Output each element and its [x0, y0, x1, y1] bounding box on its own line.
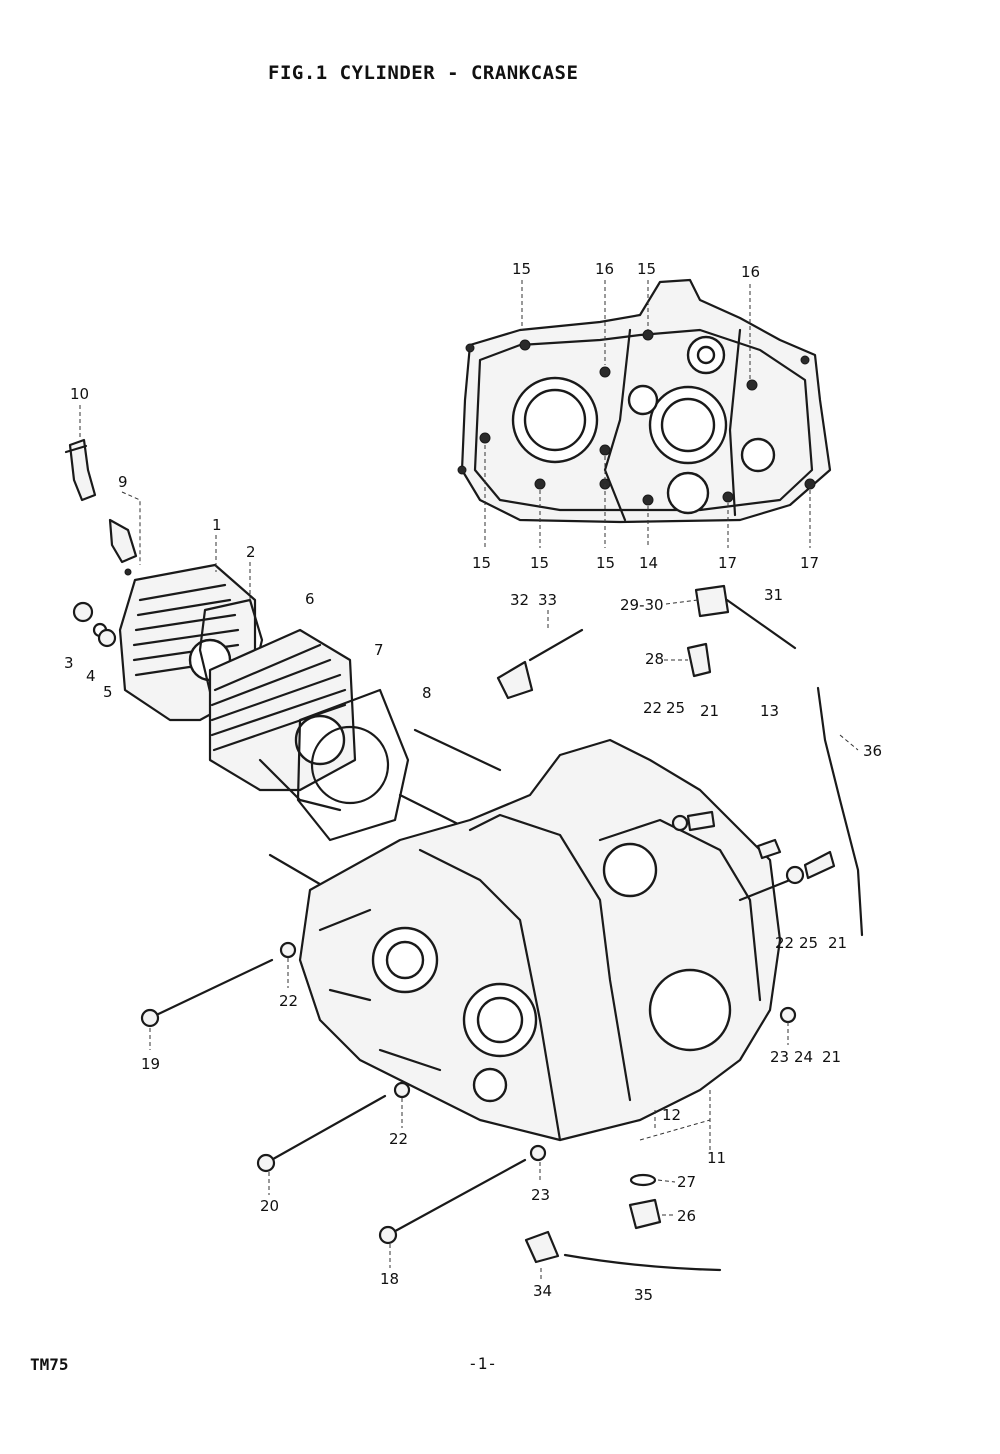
crankcase-bolt-18	[378, 1158, 527, 1245]
callout-31: 31	[764, 586, 783, 604]
callout-27: 27	[677, 1173, 696, 1191]
callout-3: 3	[64, 654, 74, 672]
cylinder-gasket	[296, 688, 410, 842]
callout-18: 18	[380, 1270, 399, 1288]
callout-15: 15	[530, 554, 549, 572]
crankcase-half-inner-view	[457, 278, 832, 524]
callout-36: 36	[863, 742, 882, 760]
cylinder	[208, 628, 357, 792]
crankcase-bolt-20	[256, 1094, 387, 1173]
callout-15: 15	[472, 554, 491, 572]
head-nut-washers	[72, 601, 117, 648]
callout-14: 14	[639, 554, 658, 572]
callout-23: 23	[531, 1186, 550, 1204]
callout-21: 21	[828, 934, 847, 952]
callout-15: 15	[637, 260, 656, 278]
callout-15: 15	[512, 260, 531, 278]
callout-28: 28	[645, 650, 664, 668]
callout-labels: 15 16 15 16 15 15 15 14 17 17 10 9 1 2 6…	[64, 260, 882, 1304]
callout-16: 16	[741, 263, 760, 281]
callout-34: 34	[533, 1282, 552, 1300]
callout-26: 26	[677, 1207, 696, 1225]
callout-24: 24	[794, 1048, 813, 1066]
washer-23b	[779, 1006, 797, 1024]
pin-13	[756, 838, 782, 860]
washer-22b	[393, 1081, 411, 1099]
callout-7: 7	[374, 641, 384, 659]
callout-22: 22	[643, 699, 662, 717]
crankcase-assembly	[298, 738, 792, 1142]
callout-22: 22	[279, 992, 298, 1010]
callout-25: 25	[799, 934, 818, 952]
oil-seal	[686, 642, 712, 678]
callout-1: 1	[212, 516, 222, 534]
spark-plug-cap	[64, 438, 97, 502]
cable-36	[816, 686, 864, 937]
callout-29-30: 29-30	[620, 596, 664, 614]
callout-10: 10	[70, 385, 89, 403]
oil-cable	[563, 1253, 722, 1272]
oil-tube	[496, 628, 584, 700]
oil-cap	[524, 1230, 560, 1264]
leader-lines	[79, 280, 859, 1282]
callout-17: 17	[718, 554, 737, 572]
sensor-assembly	[694, 584, 797, 650]
callout-16: 16	[595, 260, 614, 278]
callout-5: 5	[103, 683, 113, 701]
callout-21: 21	[700, 702, 719, 720]
callout-11: 11	[707, 1149, 726, 1167]
washer-23	[529, 1144, 547, 1162]
figure-title: FIG.1 CYLINDER - CRANKCASE	[268, 62, 579, 84]
spark-plug	[108, 518, 138, 576]
callout-13: 13	[760, 702, 779, 720]
callout-9: 9	[118, 473, 128, 491]
callout-2: 2	[246, 543, 256, 561]
callout-20: 20	[260, 1197, 279, 1215]
page-number: -1-	[468, 1354, 497, 1373]
drain-gasket	[629, 1173, 657, 1187]
drain-plug	[628, 1198, 662, 1230]
callout-6: 6	[305, 590, 315, 608]
callout-4: 4	[86, 667, 96, 685]
model-code: TM75	[30, 1355, 69, 1374]
callout-22: 22	[389, 1130, 408, 1148]
screw-set-upper	[671, 810, 716, 832]
callout-19: 19	[141, 1055, 160, 1073]
callout-12: 12	[662, 1106, 681, 1124]
callout-33: 33	[538, 591, 557, 609]
screw-set-right	[785, 850, 836, 885]
callout-35: 35	[634, 1286, 653, 1304]
callout-8: 8	[422, 684, 432, 702]
crankcase-bolt-19	[140, 958, 274, 1028]
washer-22a	[279, 941, 297, 959]
callout-17: 17	[800, 554, 819, 572]
callout-25: 25	[666, 699, 685, 717]
callout-22: 22	[775, 934, 794, 952]
callout-23: 23	[770, 1048, 789, 1066]
callout-32: 32	[510, 591, 529, 609]
callout-21: 21	[822, 1048, 841, 1066]
callout-15: 15	[596, 554, 615, 572]
